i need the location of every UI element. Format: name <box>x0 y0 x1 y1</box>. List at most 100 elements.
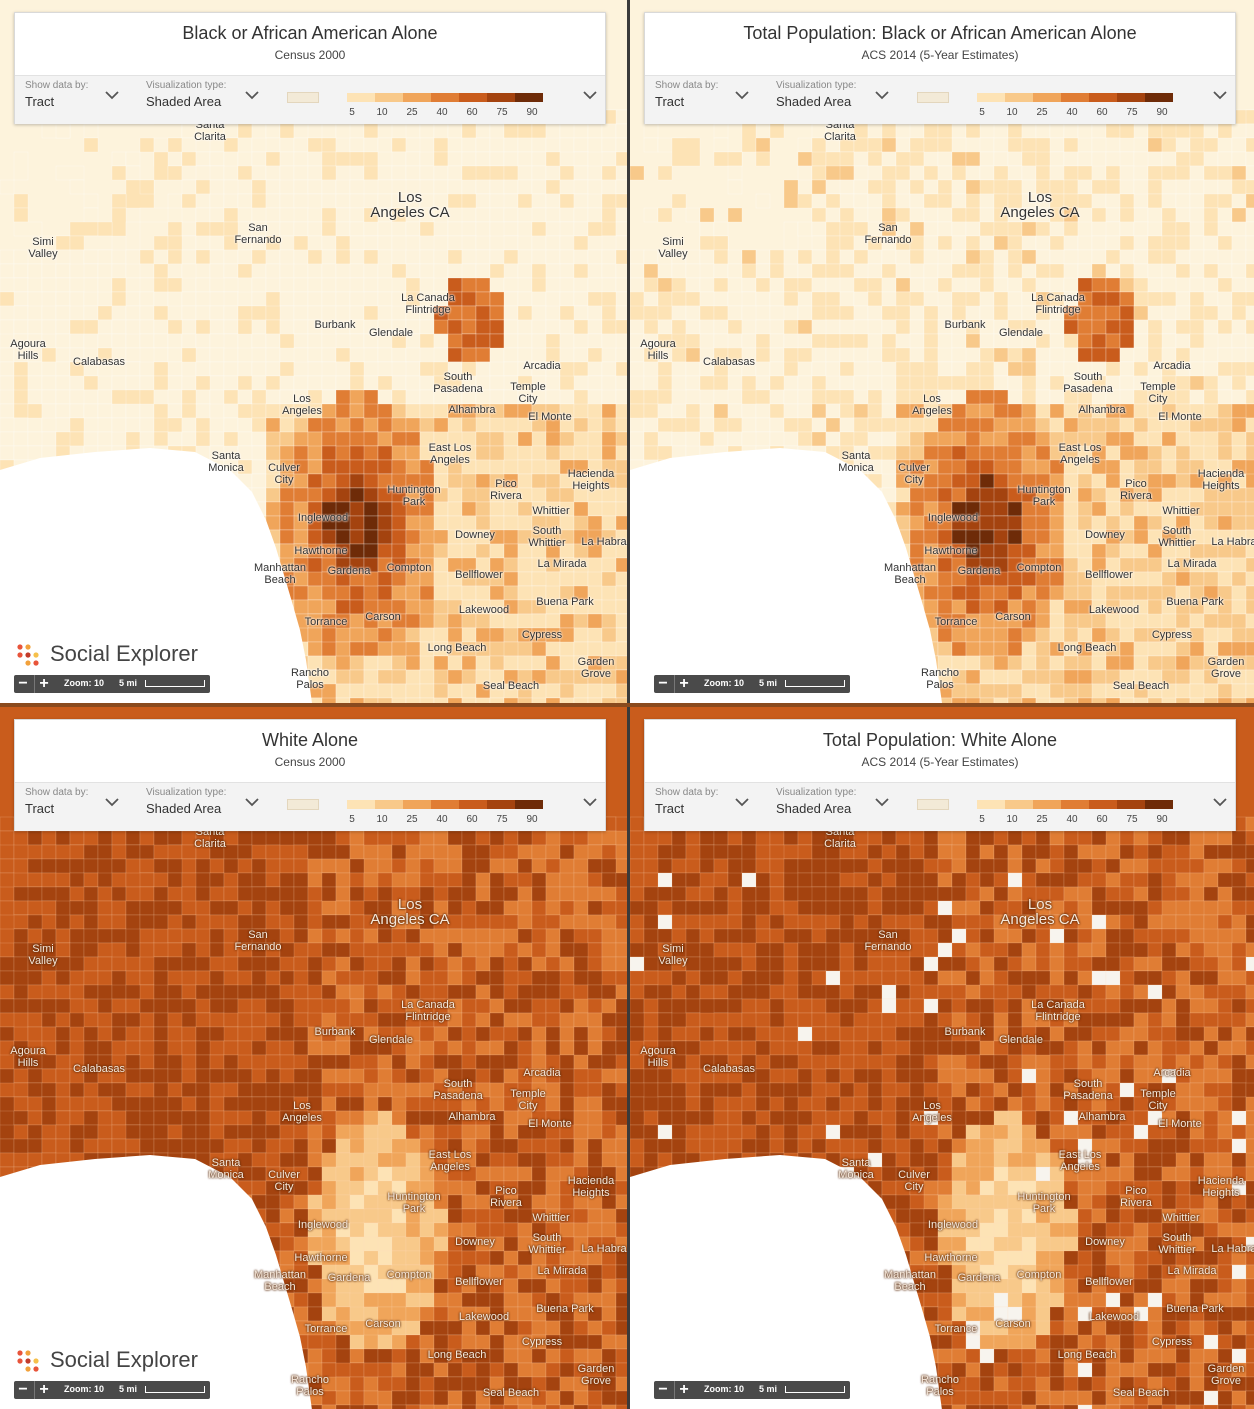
census-tract <box>293 375 309 391</box>
census-tract <box>965 417 981 433</box>
chevron-down-icon[interactable] <box>735 90 749 100</box>
census-tract <box>993 235 1009 251</box>
census-tract <box>405 872 421 888</box>
zoom-in-button[interactable]: + <box>674 675 693 693</box>
census-tract <box>461 697 477 703</box>
chevron-down-icon[interactable] <box>245 90 259 100</box>
census-tract <box>27 319 43 335</box>
visualization-type-value: Shaded Area <box>776 94 852 109</box>
census-tract <box>1077 417 1093 433</box>
census-tract <box>391 515 407 531</box>
census-tract <box>1245 123 1254 139</box>
census-tract <box>363 1152 379 1168</box>
census-tract <box>447 137 463 153</box>
census-tract <box>615 221 627 237</box>
census-tract <box>279 445 295 461</box>
census-tract <box>1133 585 1149 601</box>
chevron-down-icon[interactable] <box>875 90 889 100</box>
census-tract <box>587 249 603 265</box>
census-tract <box>839 179 855 195</box>
census-tract <box>993 417 1009 433</box>
census-tract <box>1049 655 1065 671</box>
census-tract <box>461 900 477 916</box>
scale-bar <box>145 680 205 687</box>
place-label: Seal Beach <box>482 680 540 692</box>
census-tract <box>153 431 169 447</box>
census-tract <box>489 165 505 181</box>
census-tract <box>349 641 365 657</box>
census-tract <box>335 529 351 545</box>
census-tract <box>97 1138 113 1154</box>
census-tract <box>1049 543 1065 559</box>
census-tract <box>559 165 575 181</box>
census-tract <box>419 669 435 685</box>
census-tract <box>727 417 743 433</box>
census-tract <box>1063 235 1079 251</box>
zoom-out-button[interactable]: − <box>18 675 28 692</box>
census-tract <box>475 263 491 279</box>
census-tract <box>265 1040 281 1056</box>
census-tract <box>321 1040 337 1056</box>
census-tract <box>573 886 589 902</box>
census-tract <box>1091 417 1107 433</box>
chevron-down-icon[interactable] <box>1213 90 1227 100</box>
census-tract <box>587 886 603 902</box>
census-tract <box>769 389 785 405</box>
zoom-out-button[interactable]: − <box>658 675 668 692</box>
census-tract <box>1245 319 1254 335</box>
census-tract <box>853 305 869 321</box>
census-tract <box>741 333 757 349</box>
census-tract <box>55 305 71 321</box>
census-tract <box>0 431 15 447</box>
census-tract <box>1091 543 1107 559</box>
visualization-type-dropdown[interactable]: Visualization type:Shaded Area <box>146 80 226 109</box>
census-tract <box>573 683 589 699</box>
census-tract <box>125 830 141 846</box>
census-tract <box>615 1068 627 1084</box>
chevron-down-icon[interactable] <box>105 90 119 100</box>
census-tract <box>265 151 281 167</box>
census-tract <box>1203 305 1219 321</box>
visualization-type-dropdown[interactable]: Visualization type:Shaded Area <box>776 80 856 109</box>
census-tract <box>727 389 743 405</box>
place-label: Carson <box>365 611 401 623</box>
census-tract <box>125 305 141 321</box>
census-tract <box>349 487 365 503</box>
census-tract <box>475 872 491 888</box>
census-tract <box>111 886 127 902</box>
census-tract <box>517 333 533 349</box>
census-tract <box>13 403 29 419</box>
census-tract <box>1021 683 1037 699</box>
show-data-by-dropdown[interactable]: Show data by:Tract <box>25 80 88 109</box>
census-tract <box>111 151 127 167</box>
census-tract <box>965 431 981 447</box>
census-tract <box>587 998 603 1014</box>
place-label: Rancho Palos <box>291 667 329 691</box>
census-tract <box>125 1138 141 1154</box>
census-tract <box>41 1012 57 1028</box>
census-tract <box>839 347 855 363</box>
show-data-by-dropdown[interactable]: Show data by:Tract <box>655 80 718 109</box>
census-tract <box>321 1012 337 1028</box>
census-tract <box>587 697 603 703</box>
census-tract <box>965 263 981 279</box>
census-tract <box>181 1124 197 1140</box>
census-tract <box>461 515 477 531</box>
census-tract <box>951 445 967 461</box>
census-tract <box>223 1012 239 1028</box>
census-tract <box>251 319 267 335</box>
zoom-in-button[interactable]: + <box>34 675 53 693</box>
place-label: Los Angeles CA <box>1000 189 1080 221</box>
census-tract <box>951 529 967 545</box>
census-tract <box>377 529 393 545</box>
census-tract <box>1063 683 1079 699</box>
chevron-down-icon[interactable] <box>583 90 597 100</box>
census-tract <box>741 417 757 433</box>
census-tract <box>1147 277 1163 293</box>
census-tract <box>111 928 127 944</box>
census-tract <box>923 263 939 279</box>
census-tract <box>97 1012 113 1028</box>
legend-no-data-swatch <box>917 92 949 103</box>
